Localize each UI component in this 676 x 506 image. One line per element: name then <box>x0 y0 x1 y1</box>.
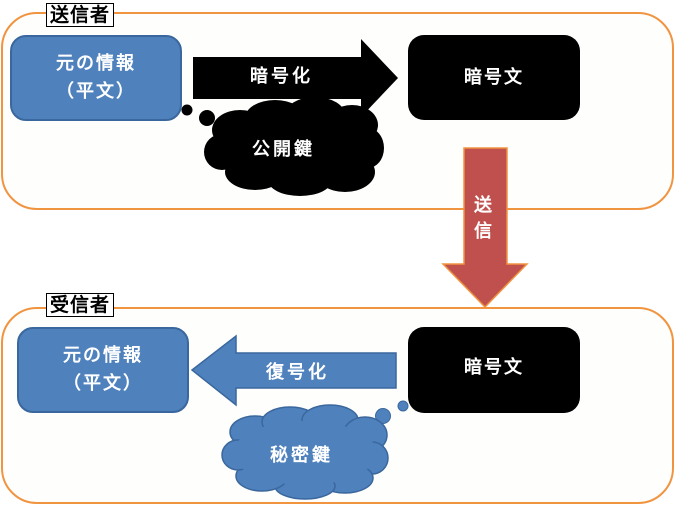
encrypt-label: 暗号化 <box>250 66 313 87</box>
sender-ciphertext-box: 暗号文 <box>408 35 580 120</box>
plaintext-subtitle: （平文） <box>63 373 143 394</box>
send-arrow <box>441 147 529 309</box>
decrypt-arrow <box>190 334 397 407</box>
ciphertext-label: 暗号文 <box>464 357 524 378</box>
sender-label: 送信者 <box>46 3 115 27</box>
receiver-plaintext-box: 元の情報 （平文） <box>17 327 189 413</box>
public-key-cloud <box>204 97 384 196</box>
sender-plaintext-box: 元の情報 （平文） <box>10 35 182 121</box>
plaintext-title: 元の情報 <box>56 53 136 74</box>
plaintext-title: 元の情報 <box>63 345 143 366</box>
thought-dot-medium <box>397 400 409 412</box>
send-label: 送 信 <box>473 193 493 245</box>
send-label-char: 信 <box>474 221 492 242</box>
encrypt-arrow <box>193 39 398 117</box>
receiver-label: 受信者 <box>46 293 115 317</box>
ciphertext-label: 暗号文 <box>464 66 524 88</box>
decrypt-label: 復号化 <box>266 362 329 383</box>
send-label-char: 送 <box>474 195 492 216</box>
receiver-ciphertext-box: 暗号文 <box>408 327 580 413</box>
thought-dot-large <box>375 408 391 424</box>
thought-dot-medium <box>181 104 193 116</box>
private-key-label: 秘密鍵 <box>270 445 333 466</box>
public-key-label: 公開鍵 <box>252 139 315 160</box>
thought-dot-large <box>199 110 215 126</box>
plaintext-subtitle: （平文） <box>56 81 136 102</box>
